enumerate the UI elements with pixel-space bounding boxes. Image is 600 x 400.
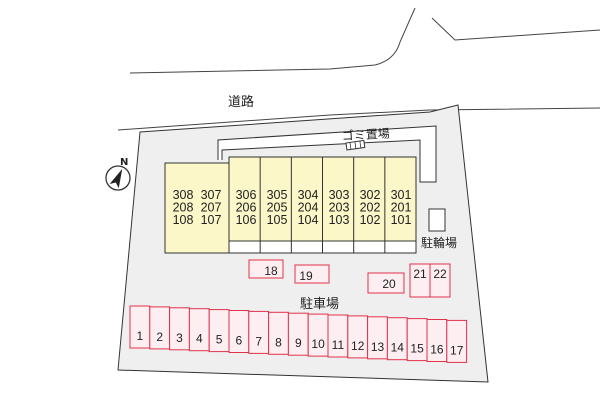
unit-number: 306: [236, 188, 257, 202]
bicycle-parking-box: [428, 208, 446, 232]
unit-number: 102: [360, 213, 381, 227]
parking-space-number: 16: [430, 343, 444, 357]
garbage-area-enclosure: [217, 125, 437, 183]
bicycle-parking-label: 駐輪場: [421, 235, 457, 250]
parking-space-number: 21: [413, 267, 427, 281]
unit-number: 101: [391, 213, 412, 227]
north-label: N: [120, 157, 128, 168]
road-lines: [117, 7, 600, 131]
parking-extra-spaces: 18 19 20 21 22: [248, 259, 451, 298]
parking-space: 15: [406, 318, 428, 362]
unit-number: 203: [329, 201, 350, 215]
parking-space: 11: [327, 314, 349, 358]
unit-number: 307: [201, 188, 222, 202]
unit-number: 305: [267, 188, 288, 202]
building-west-wing: [164, 162, 230, 254]
unit-number: 204: [298, 201, 319, 215]
parking-space-number: 4: [196, 332, 203, 346]
parking-space-number: 5: [216, 333, 223, 347]
unit-number: 303: [329, 188, 350, 202]
unit-number: 108: [173, 213, 194, 227]
parking-space-number: 15: [410, 342, 424, 356]
parking-space: 9: [287, 312, 309, 356]
parking-space-number: 3: [176, 331, 183, 345]
parking-space: 10: [307, 313, 329, 357]
unit-number: 301: [391, 188, 412, 202]
parking-space: 7: [248, 310, 270, 354]
road-lower-edge: [117, 107, 600, 131]
parking-space: 2: [149, 306, 171, 350]
parking-space-number: 7: [255, 334, 262, 348]
unit-number: 201: [391, 201, 412, 215]
unit-number: 104: [298, 213, 319, 227]
apartment-building: 3082081083072071073062061063052051053042…: [164, 156, 417, 254]
parking-space: 21: [409, 263, 431, 298]
parking-space: 1: [129, 305, 151, 349]
parking-space: 5: [208, 309, 230, 353]
parking-space-number: 19: [299, 269, 313, 283]
parking-space: 17: [446, 319, 468, 363]
parking-space-number: 13: [371, 340, 385, 354]
parking-space: 8: [268, 311, 289, 355]
unit-number: 208: [173, 201, 194, 215]
road-right-stub: [431, 17, 600, 41]
parking-space: 13: [367, 316, 388, 360]
unit-number: 202: [360, 201, 381, 215]
road-label: 道路: [228, 94, 254, 110]
parking-space-number: 9: [295, 336, 302, 350]
unit-number: 206: [236, 201, 257, 215]
unit-number: 103: [329, 213, 350, 227]
parking-space-number: 20: [382, 277, 396, 291]
garbage-label: ゴミ置場: [341, 126, 390, 143]
parking-space-number: 6: [236, 334, 243, 348]
parking-space-number: 11: [332, 338, 345, 352]
unit-number: 304: [298, 188, 319, 202]
unit-number: 107: [201, 213, 222, 227]
unit-number: 207: [201, 201, 222, 215]
parking-space: 3: [169, 307, 190, 351]
parking-space-number: 8: [275, 335, 282, 349]
road-upper-edge: [129, 7, 416, 74]
parking-space-number: 2: [156, 330, 163, 344]
parking-label: 駐車場: [300, 297, 339, 312]
parking-space: 12: [347, 315, 369, 359]
north-compass-icon: N: [105, 157, 131, 191]
parking-space: 6: [228, 310, 250, 353]
parking-space: 14: [386, 317, 408, 361]
parking-space: 19: [294, 264, 330, 284]
parking-space-number: 1: [137, 329, 144, 343]
parking-space: 16: [426, 319, 448, 362]
parking-space: 20: [367, 272, 405, 294]
unit-number: 205: [267, 201, 288, 215]
unit-number: 302: [360, 188, 381, 202]
unit-number: 106: [236, 213, 257, 227]
parking-space-number: 17: [450, 343, 464, 357]
parking-space: 18: [248, 259, 284, 279]
unit-number: 105: [267, 213, 288, 227]
parking-space-number: 18: [264, 264, 278, 278]
parking-space: 4: [188, 308, 210, 352]
parking-space-number: 14: [391, 341, 405, 355]
parking-space-number: 22: [433, 267, 447, 281]
garbage-icon: [345, 139, 366, 151]
parking-space-number: 10: [311, 337, 325, 351]
parking-space-number: 12: [351, 339, 365, 353]
parking-space: 22: [429, 263, 451, 298]
unit-number: 308: [173, 188, 194, 202]
